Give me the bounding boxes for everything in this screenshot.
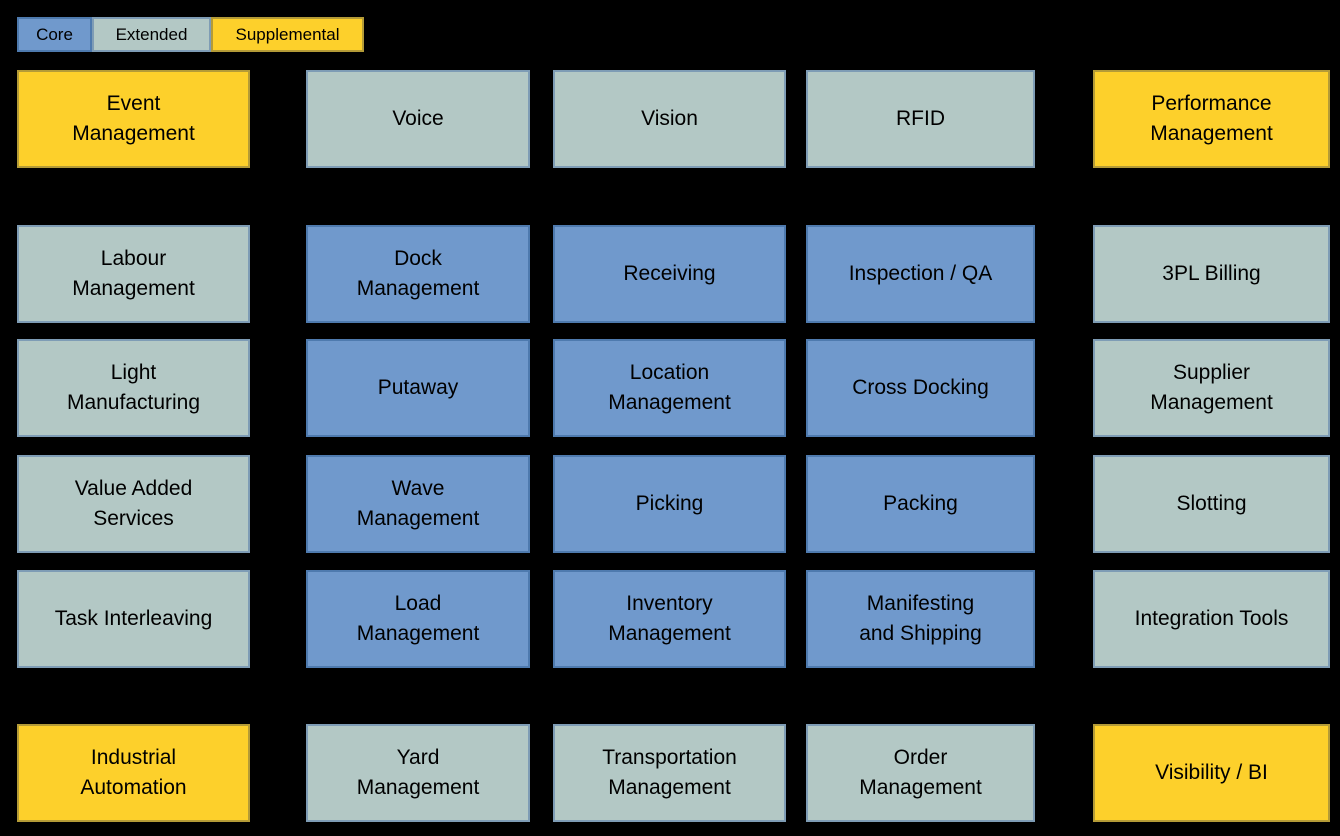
box-dock-management: Dock Management	[306, 225, 530, 323]
box-yard-management: Yard Management	[306, 724, 530, 822]
box-industrial-automation: Industrial Automation	[17, 724, 250, 822]
box-manifesting-shipping: Manifesting and Shipping	[806, 570, 1035, 668]
box-order-management: Order Management	[806, 724, 1035, 822]
box-task-interleaving: Task Interleaving	[17, 570, 250, 668]
box-location-management: Location Management	[553, 339, 786, 437]
box-supplier-management: Supplier Management	[1093, 339, 1330, 437]
box-cross-docking: Cross Docking	[806, 339, 1035, 437]
box-receiving: Receiving	[553, 225, 786, 323]
box-picking: Picking	[553, 455, 786, 553]
box-visibility-bi: Visibility / BI	[1093, 724, 1330, 822]
box-rfid: RFID	[806, 70, 1035, 168]
box-vision: Vision	[553, 70, 786, 168]
box-inspection-qa: Inspection / QA	[806, 225, 1035, 323]
box-wave-management: Wave Management	[306, 455, 530, 553]
box-value-added-services: Value Added Services	[17, 455, 250, 553]
box-light-manufacturing: Light Manufacturing	[17, 339, 250, 437]
legend-item-extended: Extended	[92, 17, 211, 52]
box-transportation-management: Transportation Management	[553, 724, 786, 822]
legend: Core Extended Supplemental	[17, 17, 364, 52]
legend-item-supplemental: Supplemental	[211, 17, 364, 52]
box-slotting: Slotting	[1093, 455, 1330, 553]
box-3pl-billing: 3PL Billing	[1093, 225, 1330, 323]
box-performance-management: Performance Management	[1093, 70, 1330, 168]
legend-item-core: Core	[17, 17, 92, 52]
box-event-management: Event Management	[17, 70, 250, 168]
box-integration-tools: Integration Tools	[1093, 570, 1330, 668]
box-putaway: Putaway	[306, 339, 530, 437]
box-load-management: Load Management	[306, 570, 530, 668]
box-packing: Packing	[806, 455, 1035, 553]
box-inventory-management: Inventory Management	[553, 570, 786, 668]
box-voice: Voice	[306, 70, 530, 168]
box-labour-management: Labour Management	[17, 225, 250, 323]
